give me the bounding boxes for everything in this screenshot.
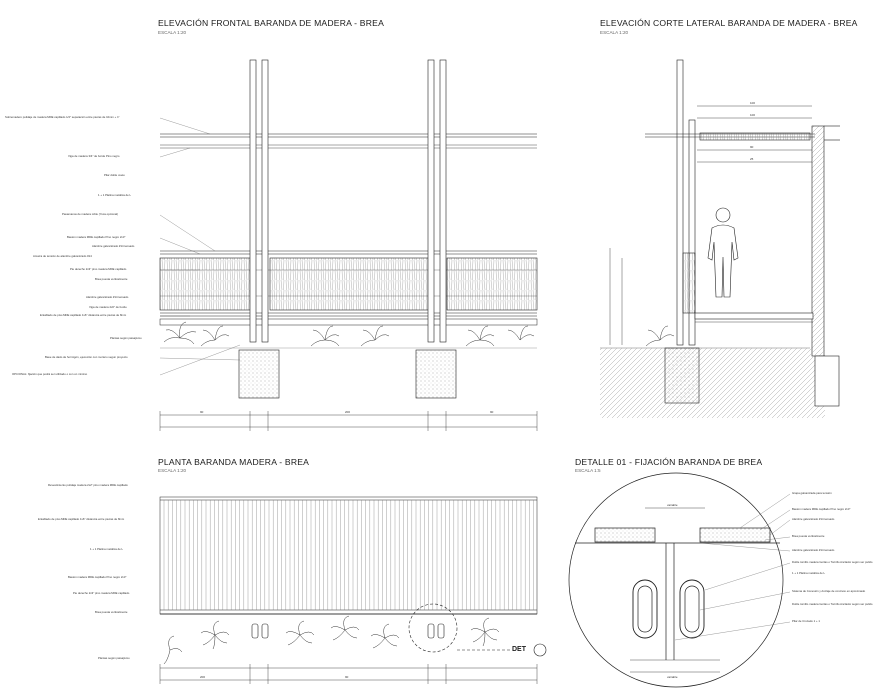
- plan-note: Revestimiento pulidaje madera 2x2" pino …: [48, 483, 128, 487]
- dim-text: variable: [667, 503, 678, 507]
- side-section: [600, 59, 840, 418]
- front-note: Base de dado de hormigón, ejecución con …: [45, 355, 128, 359]
- dim-text: 100: [750, 113, 755, 117]
- front-note: Viga de madera 3/4" de borde Pino negro: [68, 154, 120, 158]
- side-plant: [645, 325, 675, 347]
- dim-text: 90: [345, 675, 349, 679]
- front-note: Pie derecho 2x3" pino madera MDE capilla…: [70, 267, 127, 271]
- dim-text: 90: [200, 410, 204, 414]
- detail-note: 1 + 1 Platina metálica de L: [792, 571, 826, 575]
- detail-note: Grapa galvanizada para tensión: [792, 491, 832, 495]
- detail-leaders: [674, 493, 791, 641]
- front-note: Viga de madera 2x6" de borde: [89, 305, 127, 309]
- front-note: Pilar doble oveto: [104, 173, 125, 177]
- front-plants: [163, 321, 535, 347]
- side-section-scale: ESCALA 1:20: [600, 30, 629, 35]
- plan-title: PLANTA BARANDA MADERA - BREA: [158, 457, 310, 467]
- plan-note: Entablado de piso MDE capillado 1x6" dis…: [38, 517, 125, 521]
- front-elevation-scale: ESCALA 1:20: [158, 30, 187, 35]
- front-note: 1 + 1 Platina metálica de L: [98, 193, 132, 197]
- dim-text: variable: [667, 675, 678, 679]
- dim-text: 100: [750, 101, 755, 105]
- detail-scale: ESCALA 1:5: [575, 468, 601, 473]
- front-note: Sobremadero pulidaje de madera MDE capil…: [5, 115, 120, 119]
- detail-note: Alambre galvanizado #14 tensado: [792, 548, 835, 552]
- front-note: Alambre galvanizado #14 tensado: [86, 295, 129, 299]
- dim-text: 25: [750, 157, 754, 161]
- plan-note: Plantas según paisajismo: [98, 656, 130, 660]
- plan-note: Pie derecho 2x3" pino madera MDE capilla…: [73, 591, 130, 595]
- plan-deck-boards: [163, 500, 534, 610]
- front-note: Brea puesta verticalmente: [95, 277, 128, 281]
- front-note: OPCIONAL: fijación que podrá ser utiliza…: [12, 372, 88, 376]
- front-note: Pasamanos de madera roble (Yuca opcional…: [62, 212, 118, 216]
- plan-view: [159, 496, 538, 615]
- plan-dimension-lines: [159, 664, 538, 684]
- front-elevation: [159, 59, 538, 431]
- side-section-title: ELEVACIÓN CORTE LATERAL BARANDA DE MADER…: [600, 18, 858, 28]
- front-leaders: [159, 117, 241, 376]
- dimension-texts: 90 200 90 200 90 100 100 90 25 variable …: [200, 101, 755, 679]
- detail-note: Doble tornillo madera Gorlas o Tornillo …: [792, 602, 873, 606]
- detail-note: Doble tornillo madera Gorlas o Tornillo …: [792, 560, 873, 564]
- plan-plants: [163, 615, 500, 665]
- plan-note: 1 + 1 Platina metálica de L: [90, 547, 124, 551]
- detail-callout-label: DET: [512, 646, 526, 653]
- front-note: Baston madera MDE capillado Pino negro 2…: [67, 235, 126, 239]
- dim-text: 90: [750, 145, 754, 149]
- dim-text: 90: [490, 410, 494, 414]
- dim-text: 200: [200, 675, 205, 679]
- front-note: Amarra de tensión de alambre galvanizado…: [33, 254, 92, 258]
- detail-note: Sistema de Conexión y Anclaje de concret…: [792, 589, 866, 593]
- plan-posts: [251, 623, 445, 639]
- detail-callout: [408, 603, 547, 657]
- front-elevation-title: ELEVACIÓN FRONTAL BARANDA DE MADERA - BR…: [158, 18, 384, 28]
- plan-note: Baston madera MDE capillado Pino negro 2…: [68, 575, 127, 579]
- detail-view: [568, 472, 784, 688]
- front-note: Entablado de piso MDE capillado 1x6" dis…: [40, 313, 127, 317]
- detail-note: Pilar de Cruzado 1 + 1: [792, 619, 820, 623]
- front-note: Alambre galvanizado #14 tensado: [92, 244, 135, 248]
- detail-note: Baston madera MDE capillado Pino negro 2…: [792, 507, 851, 511]
- detail-note: Brea puesta verticalmente: [792, 534, 825, 538]
- plan-scale: ESCALA 1:20: [158, 468, 187, 473]
- plan-note: Brea puesta verticalmente: [95, 610, 128, 614]
- person-figure: [707, 207, 739, 298]
- detail-title: DETALLE 01 - FIJACIÓN BARANDA DE BREA: [575, 457, 763, 467]
- detail-note: Alambre galvanizado #14 tensado: [792, 517, 835, 521]
- dim-text: 200: [345, 410, 350, 414]
- front-note: Plantas según paisajismo: [110, 336, 142, 340]
